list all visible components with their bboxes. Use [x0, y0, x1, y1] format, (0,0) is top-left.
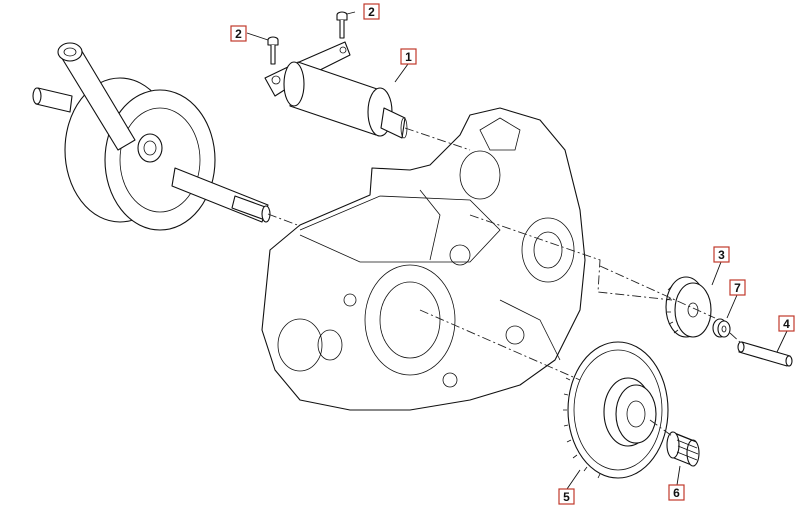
callout-label: 2	[235, 27, 242, 41]
callout-4: 4	[778, 315, 795, 332]
crankshaft	[32, 42, 271, 231]
callout-leaders	[246, 11, 788, 490]
callout-7: 7	[729, 279, 746, 296]
assembly-lines	[267, 127, 743, 437]
starter-motor	[264, 41, 408, 139]
callout-label: 2	[368, 5, 375, 19]
callout-label: 5	[563, 490, 570, 504]
callout-6: 6	[668, 484, 685, 501]
callout-label: 3	[718, 248, 725, 262]
callout-5: 5	[558, 488, 575, 505]
bolt-left	[267, 36, 279, 65]
crankcase	[261, 107, 586, 411]
needle-bearing	[666, 431, 700, 467]
callout-label: 6	[673, 486, 680, 500]
idler-gear	[665, 276, 712, 338]
callout-label: 4	[783, 317, 790, 331]
callout-label: 7	[734, 281, 741, 295]
starter-gear	[563, 341, 669, 479]
washer	[712, 318, 731, 338]
callout-3: 3	[713, 246, 730, 263]
callout-2-left: 2	[230, 25, 247, 42]
callout-1: 1	[400, 48, 417, 65]
callout-label: 1	[405, 50, 412, 64]
callout-2-top: 2	[363, 3, 380, 20]
shaft	[737, 341, 793, 367]
bolt-top	[336, 11, 348, 39]
